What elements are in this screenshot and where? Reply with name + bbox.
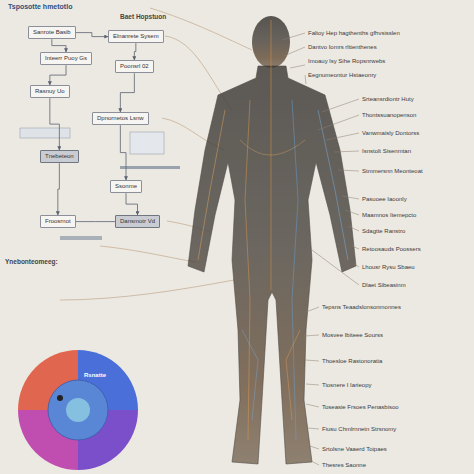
flow-connector xyxy=(58,163,60,215)
box-text: Rasnuy Uo xyxy=(35,88,65,95)
streak xyxy=(292,100,298,440)
streak xyxy=(242,330,258,420)
annotation-label: Tiosnere I Iarieopy xyxy=(322,382,371,389)
flow-connector xyxy=(50,65,66,85)
process-box: Ssonme xyxy=(110,180,142,193)
annotation-label: Retoosauds Poossers xyxy=(362,246,421,253)
annotation-label: Thontssuanopenson xyxy=(362,112,416,119)
annotation-label: Eegnumeontur Hstaeonry xyxy=(308,72,376,79)
annotation-label: Sdagtte Ranstro xyxy=(362,228,405,235)
annotation-label: Faltoy Hep hagthenths gfhvsisslen xyxy=(308,30,400,37)
box-text: Dpnornetos Lsnw xyxy=(97,115,144,122)
deco-bars xyxy=(20,128,180,240)
annotation-label: Rsnatte xyxy=(84,372,106,379)
wheel-core xyxy=(48,380,108,440)
annotation-label: Fiusu Chmlrnnetn Strsnomy xyxy=(322,426,396,433)
wire xyxy=(100,246,196,262)
annotation-label: Maamnos Itemepcto xyxy=(362,212,416,219)
annotation-label: Thesres Saonne xyxy=(322,462,366,469)
box-text: Dansmotr Vd xyxy=(120,218,155,225)
box-text: Tnebeteon xyxy=(45,153,74,160)
process-box: Dansmotr Vd xyxy=(115,215,160,228)
flow-connector xyxy=(120,125,126,180)
annotation-label: Srteansrdiontr Huty xyxy=(362,96,414,103)
flow-connector xyxy=(120,73,134,112)
diagram-title: Tsposotte hmetotlo xyxy=(8,3,72,10)
annotation-label: Tepsns Teaadslonsonmonnes xyxy=(322,304,401,311)
process-box: Inteerr Puoy Gs xyxy=(40,52,92,65)
streak xyxy=(245,100,250,440)
annotation-label: Dlaet Sibeasinm xyxy=(362,282,406,289)
wheel-core xyxy=(66,398,90,422)
streak xyxy=(198,110,225,260)
wire xyxy=(60,280,234,300)
box-text: Sanrote Basib xyxy=(33,29,71,36)
flow-connector xyxy=(52,39,66,52)
annotation-label: Imoauy lsy Sihe Ropsnrwebs xyxy=(308,58,385,65)
color-wheel xyxy=(18,350,138,470)
flow-connector xyxy=(126,193,137,215)
human-figure xyxy=(188,16,356,464)
box-text: Inteerr Puoy Gs xyxy=(45,55,87,62)
annotation-label: Vanwmaisly Dontorss xyxy=(362,130,419,137)
box-text: Froosrnot xyxy=(45,218,71,225)
box-text: Elnanrete Sysem xyxy=(113,33,159,40)
process-box: Poonsrl 02 xyxy=(115,60,154,73)
streak xyxy=(286,330,300,420)
body-streaks xyxy=(198,20,348,440)
streak xyxy=(240,140,305,155)
leader-lines xyxy=(282,33,359,465)
flow-connector xyxy=(134,43,136,60)
annotation-label: Toseasie Frsoes Penasbisoo xyxy=(322,404,399,411)
annotation-label: Pasuoee Iaoonly xyxy=(362,196,407,203)
slider-bar xyxy=(120,166,180,169)
panel xyxy=(20,128,70,138)
box-text: Ssonme xyxy=(115,183,137,190)
annotation-label: Baet Hopstuon xyxy=(120,13,166,20)
annotation-label: Isnstolt Sisenmtan xyxy=(362,148,411,155)
annotation-label: Ynebonteomeeg: xyxy=(5,258,58,265)
annotation-label: Srtolsne Vaaerd Toipaes xyxy=(322,446,387,453)
flow-connector xyxy=(76,221,115,222)
flow-connector xyxy=(50,98,60,150)
panel xyxy=(130,132,164,154)
slider-bar xyxy=(60,236,102,240)
box-text: Poonsrl 02 xyxy=(120,63,149,70)
flow-connector xyxy=(76,33,108,37)
annotation-label: Lhousr Rysu Sbaeu xyxy=(362,264,415,271)
wheel-dot xyxy=(57,395,63,401)
process-box: Sanrote Basib xyxy=(28,26,76,39)
process-box: Elnanrete Sysem xyxy=(108,30,164,43)
annotation-label: Dantvo Iomrs rlttenthenes xyxy=(308,44,377,51)
streak xyxy=(318,110,348,260)
process-box: Froosrnot xyxy=(40,215,76,228)
process-box: Rasnuy Uo xyxy=(30,85,70,98)
process-box: Tnebeteon xyxy=(40,150,79,163)
annotation-label: Thoesloe Rastonoratia xyxy=(322,358,382,365)
annotation-label: Mosvee Ibiteee Sourss xyxy=(322,332,383,339)
process-box: Dpnornetos Lsnw xyxy=(92,112,149,125)
annotation-label: Stmmersnn Meonteoat xyxy=(362,168,423,175)
